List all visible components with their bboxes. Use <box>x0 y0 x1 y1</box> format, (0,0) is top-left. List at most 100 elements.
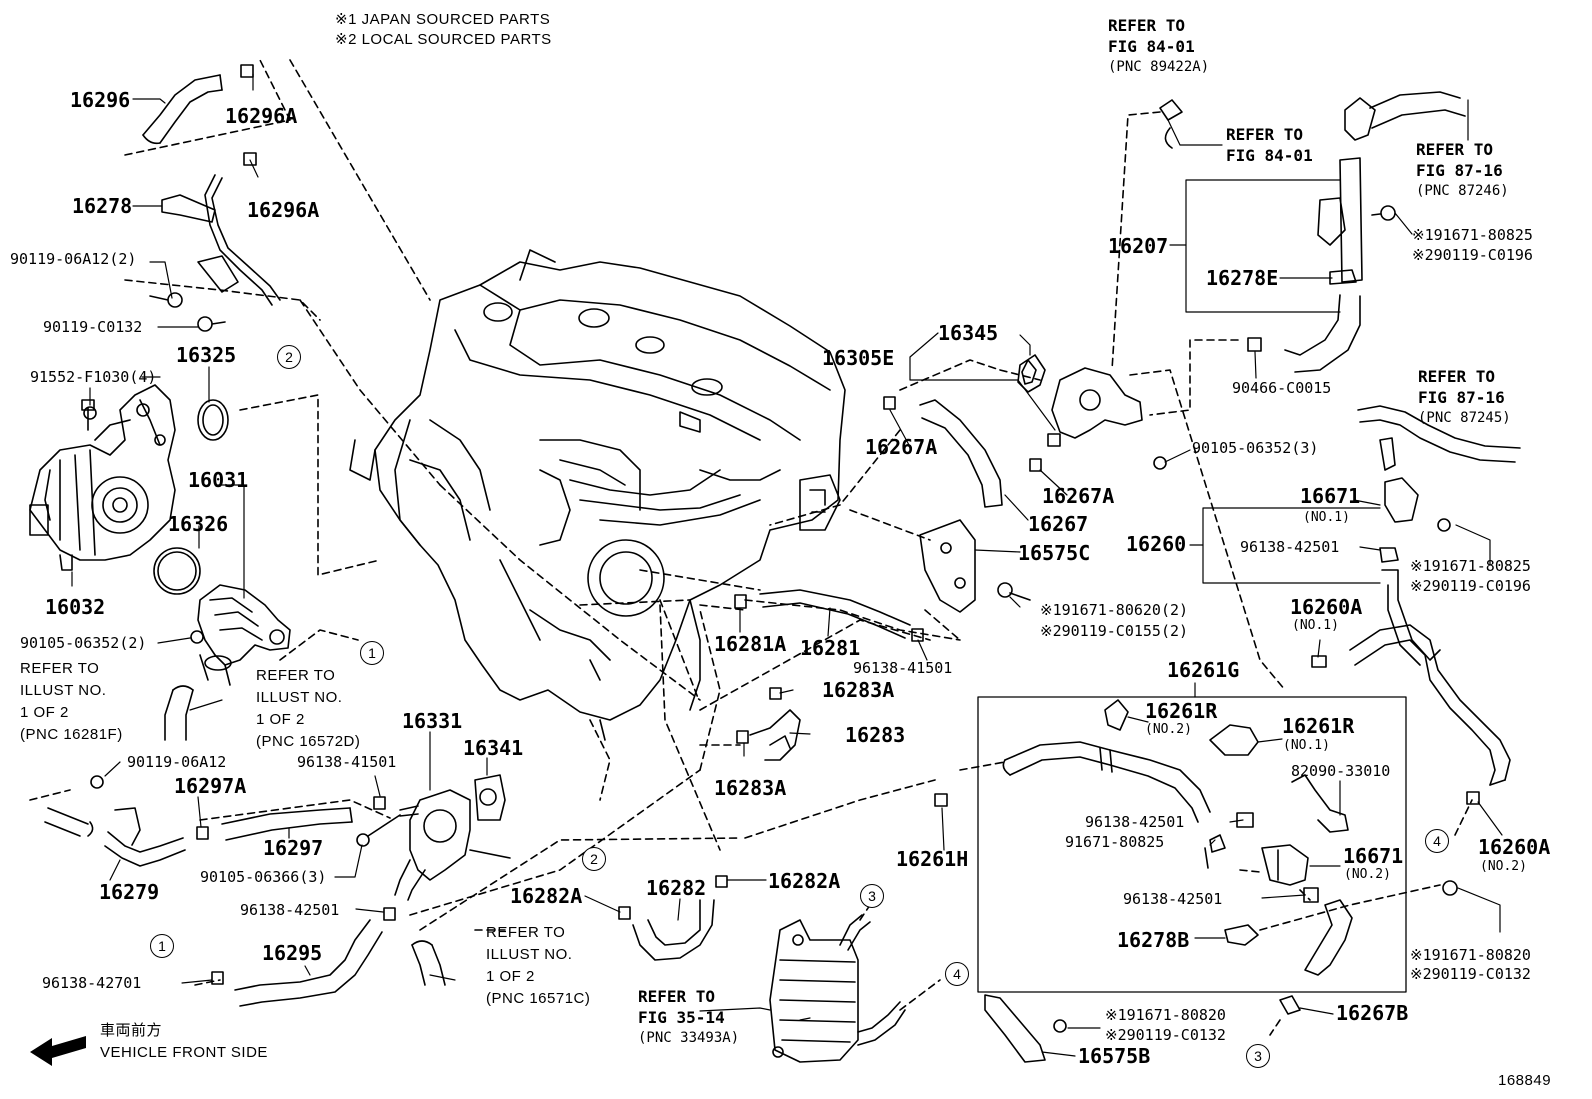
fastener-90119-06A12-2[interactable]: 90119-06A12(2) <box>10 250 137 268</box>
bolt-shape <box>356 833 370 847</box>
fastener-91671-80825[interactable]: 91671-80825 <box>1065 833 1165 851</box>
refer-to-illust-16572d[interactable]: REFER TO ILLUST NO. 1 OF 2 (PNC 16572D) <box>256 665 360 753</box>
part-16267[interactable]: 16267 <box>1028 512 1089 536</box>
fastener-j9[interactable]: ※191671-80820 <box>1105 1006 1226 1024</box>
bolt-shape <box>90 775 104 789</box>
part-16261H[interactable]: 16261H <box>896 847 969 871</box>
refer-to-illust-16571c[interactable]: REFER TO ILLUST NO. 1 OF 2 (PNC 16571C) <box>486 922 590 1010</box>
part-16279[interactable]: 16279 <box>99 880 160 904</box>
right-side-illustration <box>883 91 1521 805</box>
hose-16281-shape <box>759 589 911 639</box>
part-16296A[interactable]: 16296A <box>225 104 298 128</box>
part-16325[interactable]: 16325 <box>176 343 237 367</box>
fastener-96138-42501[interactable]: 96138-42501 <box>240 901 340 919</box>
part-16282[interactable]: 16282 <box>646 876 707 900</box>
bracket-16575B <box>984 994 1046 1063</box>
fastener-90105-06352-3[interactable]: 90105-06352(3) <box>1192 439 1319 457</box>
marker-4[interactable]: 4 <box>945 962 969 986</box>
marker-1[interactable]: 1 <box>360 641 384 665</box>
part-16295[interactable]: 16295 <box>262 941 323 965</box>
part-16207[interactable]: 16207 <box>1108 234 1169 258</box>
part-16296[interactable]: 16296 <box>70 88 131 112</box>
part-16671[interactable]: 16671 <box>1300 484 1361 508</box>
fastener-96138-42501[interactable]: 96138-42501 <box>1085 813 1185 831</box>
bolt-shape <box>1442 880 1458 896</box>
part-16575C[interactable]: 16575C <box>1018 541 1091 565</box>
part-16341[interactable]: 16341 <box>463 736 524 760</box>
part-16283A[interactable]: 16283A <box>714 776 787 800</box>
part-16297[interactable]: 16297 <box>263 836 324 860</box>
ref-line: FIG 35-14 <box>638 1008 725 1027</box>
fastener-j8[interactable]: ※290119-C0132 <box>1410 965 1531 983</box>
fastener-90466-C0015[interactable]: 90466-C0015 <box>1232 379 1332 397</box>
part-16278B[interactable]: 16278B <box>1117 928 1190 952</box>
marker-4[interactable]: 4 <box>1425 829 1449 853</box>
fastener-91552-F1030[interactable]: 91552-F1030(4) <box>30 368 157 386</box>
part-16267B[interactable]: 16267B <box>1336 1001 1409 1025</box>
fastener-96138-42501[interactable]: 96138-42501 <box>1240 538 1340 556</box>
ref-line: REFER TO <box>638 987 716 1006</box>
part-16281A[interactable]: 16281A <box>714 632 787 656</box>
fastener-82090-33010[interactable]: 82090-33010 <box>1291 762 1391 780</box>
part-16267A[interactable]: 16267A <box>865 435 938 459</box>
part-16575B[interactable]: 16575B <box>1078 1044 1151 1068</box>
fastener-j6[interactable]: ※290119-C0155(2) <box>1040 622 1189 640</box>
fastener-j2[interactable]: ※290119-C0196 <box>1412 246 1533 264</box>
marker-3[interactable]: 3 <box>1246 1044 1270 1068</box>
hose-end <box>142 134 161 145</box>
fastener-j10[interactable]: ※290119-C0132 <box>1105 1026 1226 1044</box>
part-16296A[interactable]: 16296A <box>247 198 320 222</box>
fastener-96138-42501[interactable]: 96138-42501 <box>1123 890 1223 908</box>
part-16260A[interactable]: 16260A <box>1478 835 1551 859</box>
refer-to-illust-16281f[interactable]: REFER TO ILLUST NO. 1 OF 2 (PNC 16281F) <box>20 658 123 746</box>
refer-to-fig-87-16-a[interactable]: REFER TO FIG 87-16 (PNC 87246) <box>1416 139 1509 202</box>
refer-to-fig-84-01-pnc[interactable]: REFER TO FIG 84-01 (PNC 89422A) <box>1108 15 1209 78</box>
fastener-96138-42701[interactable]: 96138-42701 <box>42 974 142 992</box>
refer-to-fig-84-01[interactable]: REFER TO FIG 84-01 <box>1226 124 1313 166</box>
ref-line: (PNC 87245) <box>1418 410 1511 426</box>
part-16260[interactable]: 16260 <box>1126 532 1187 556</box>
marker-3[interactable]: 3 <box>860 884 884 908</box>
marker-2[interactable]: 2 <box>582 847 606 871</box>
fastener-j3[interactable]: ※191671-80825 <box>1410 557 1531 575</box>
part-16032[interactable]: 16032 <box>45 595 106 619</box>
part-16260A[interactable]: 16260A <box>1290 595 1363 619</box>
part-16281[interactable]: 16281 <box>800 636 861 660</box>
refer-to-fig-35-14[interactable]: REFER TO FIG 35-14 (PNC 33493A) <box>638 986 739 1049</box>
part-16261R[interactable]: 16261R <box>1145 699 1218 723</box>
part-16031[interactable]: 16031 <box>188 468 249 492</box>
fastener-j5[interactable]: ※191671-80620(2) <box>1040 601 1189 619</box>
hose-end <box>219 74 223 91</box>
part-16261G[interactable]: 16261G <box>1167 658 1240 682</box>
part-16671[interactable]: 16671 <box>1343 844 1404 868</box>
fastener-j1[interactable]: ※191671-80825 <box>1412 226 1533 244</box>
fastener-j4[interactable]: ※290119-C0196 <box>1410 577 1531 595</box>
figure-id: 168849 <box>1498 1072 1552 1089</box>
part-16282A[interactable]: 16282A <box>768 869 841 893</box>
clamp-16267B <box>1279 995 1301 1015</box>
part-16282A[interactable]: 16282A <box>510 884 583 908</box>
part-16283A[interactable]: 16283A <box>822 678 895 702</box>
fastener-j7[interactable]: ※191671-80820 <box>1410 946 1531 964</box>
part-16345[interactable]: 16345 <box>938 321 999 345</box>
part-16297A[interactable]: 16297A <box>174 774 247 798</box>
ref-line: ILLUST NO. <box>256 689 343 706</box>
fastener-90119-06A12[interactable]: 90119-06A12 <box>127 753 227 771</box>
part-16278[interactable]: 16278 <box>72 194 133 218</box>
part-16331[interactable]: 16331 <box>402 709 463 733</box>
fastener-90105-06366-3[interactable]: 90105-06366(3) <box>200 868 327 886</box>
fastener-96138-41501[interactable]: 96138-41501 <box>297 753 397 771</box>
fastener-90119-C0132[interactable]: 90119-C0132 <box>43 318 143 336</box>
part-16305E[interactable]: 16305E <box>822 346 895 370</box>
part-16283[interactable]: 16283 <box>845 723 906 747</box>
refer-to-fig-87-16-b[interactable]: REFER TO FIG 87-16 (PNC 87245) <box>1418 366 1511 429</box>
marker-2[interactable]: 2 <box>277 345 301 369</box>
fastener-90105-06352-2[interactable]: 90105-06352(2) <box>20 634 147 652</box>
fastener-96138-41501[interactable]: 96138-41501 <box>853 659 953 677</box>
part-16278E[interactable]: 16278E <box>1206 266 1279 290</box>
part-16267A[interactable]: 16267A <box>1042 484 1115 508</box>
part-16326[interactable]: 16326 <box>168 512 229 536</box>
part-16261R[interactable]: 16261R <box>1282 714 1355 738</box>
marker-1[interactable]: 1 <box>150 934 174 958</box>
